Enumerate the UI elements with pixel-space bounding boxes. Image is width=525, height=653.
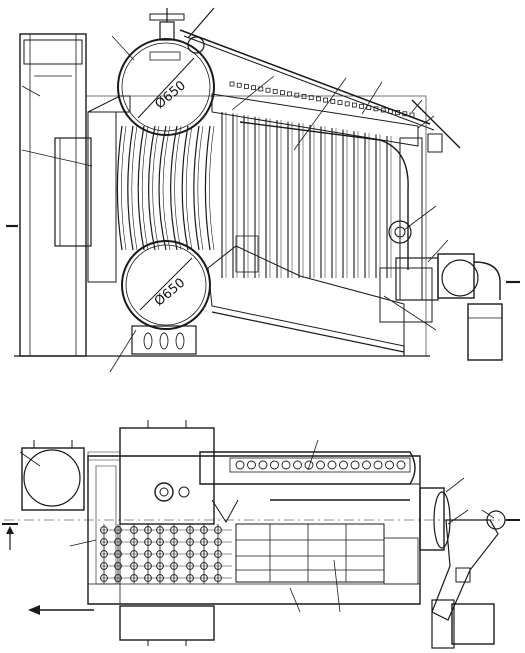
furnace-screen-tubes: [116, 125, 215, 251]
lower-plan-view: [2, 420, 520, 649]
drum-housing-plan: [119, 420, 215, 646]
boiler-casing-plan: [87, 451, 421, 605]
roof-insulation: [229, 81, 415, 118]
callout-leaders-lower: [19, 439, 495, 613]
boiler-casing: [85, 93, 427, 357]
flue-opening-plan: [21, 440, 85, 511]
convective-section-plan: [211, 499, 419, 585]
burner-fan-assembly: [379, 220, 503, 361]
section-mark-plan-left: [2, 523, 18, 550]
safety-valve: [149, 7, 215, 54]
upper-drum: Ø650: [117, 38, 215, 136]
gas-baffle: [239, 121, 409, 270]
lower-drum: Ø650: [121, 240, 211, 355]
flue-stack: [19, 33, 87, 357]
lever-rods: [179, 29, 461, 153]
flue-gas-arrow: [28, 605, 94, 615]
tube-bank-plan: [100, 524, 232, 584]
burner-fan-plan: [419, 487, 506, 649]
callout-leaders-upper: [21, 35, 449, 373]
upper-section-view: Ø650 Ø650: [6, 7, 520, 373]
flue-connection: [54, 137, 92, 247]
furnace-floor: [207, 235, 405, 356]
long-drum-plan: [199, 451, 420, 501]
convective-tube-bank: [221, 112, 392, 278]
